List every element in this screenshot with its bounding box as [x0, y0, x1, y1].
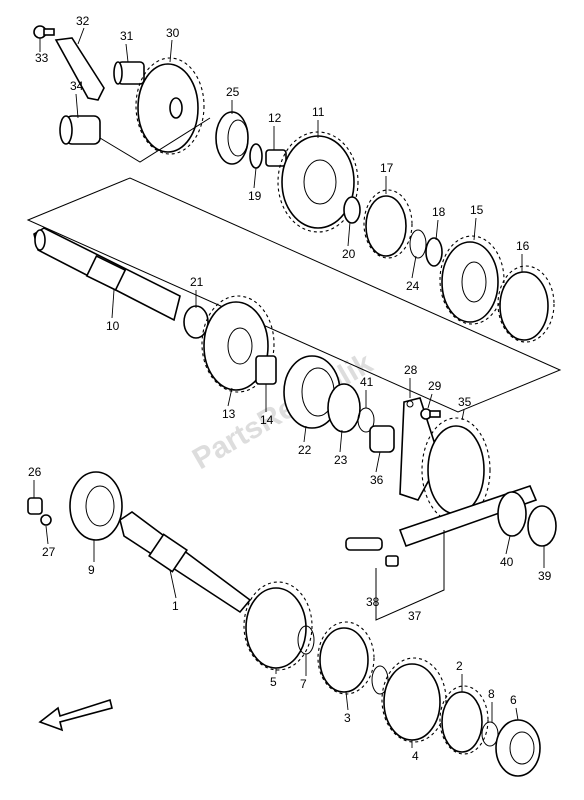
callout-35: 35 [458, 395, 472, 409]
callout-19: 19 [248, 189, 262, 203]
callout-3: 3 [344, 711, 351, 725]
callout-10: 10 [106, 319, 120, 333]
callout-8: 8 [488, 687, 495, 701]
callout-22: 22 [298, 443, 312, 457]
callout-21: 21 [190, 275, 204, 289]
callout-11: 11 [312, 105, 325, 119]
callout-6: 6 [510, 693, 517, 707]
callout-18: 18 [432, 205, 446, 219]
gear-3 [317, 621, 375, 695]
lock-washer-40 [497, 491, 527, 537]
callout-31: 31 [120, 29, 134, 43]
callout-38: 38 [366, 595, 380, 609]
callout-4: 4 [412, 749, 419, 763]
callout-14: 14 [260, 413, 274, 427]
callout-40: 40 [500, 555, 514, 569]
callout-15: 15 [470, 203, 484, 217]
callout-17: 17 [380, 161, 394, 175]
callout-2: 2 [456, 659, 463, 673]
spacer-36 [369, 425, 395, 453]
spacer-34 [59, 115, 101, 145]
bearing-25 [215, 111, 249, 165]
callout-group: 33 32 31 30 34 25 12 19 11 20 17 18 24 1… [28, 14, 552, 763]
screw-33 [33, 25, 55, 39]
callout-30: 30 [166, 26, 180, 40]
washer-18 [425, 237, 443, 267]
nut-39 [527, 505, 557, 547]
bush-12 [265, 149, 287, 167]
washer-21 [183, 305, 209, 339]
gear-17 [363, 189, 413, 259]
kick-lever-32 [54, 37, 105, 101]
chain-bracket-37 [375, 530, 445, 621]
callout-34: 34 [70, 79, 84, 93]
callout-16: 16 [516, 239, 530, 253]
callout-9: 9 [88, 563, 95, 577]
callout-32: 32 [76, 14, 90, 28]
circlip-8 [481, 721, 499, 747]
washer-20 [343, 196, 361, 224]
callout-5: 5 [270, 675, 277, 689]
gear-16 [497, 265, 555, 343]
washer-19 [249, 143, 263, 169]
callout-41: 41 [360, 375, 374, 389]
bearing-6 [495, 719, 541, 777]
bush-31 [113, 61, 145, 85]
gear-2 [439, 685, 489, 755]
callout-28: 28 [404, 363, 418, 377]
callout-37: 37 [408, 609, 422, 623]
circlip-7b [371, 665, 389, 695]
callout-7a: 7 [300, 677, 307, 691]
callout-24: 24 [406, 279, 420, 293]
kick-gear-30 [135, 57, 205, 155]
gear-15 [439, 235, 505, 325]
leader-lines [33, 27, 545, 748]
countershaft-frame [26, 177, 562, 413]
driveshaft-1 [119, 511, 252, 614]
callout-36: 36 [370, 473, 384, 487]
bearing-9 [69, 471, 123, 541]
plate-26 [27, 497, 43, 515]
callout-25: 25 [226, 85, 240, 99]
callout-33: 33 [35, 51, 49, 65]
callout-1: 1 [172, 599, 179, 613]
gear-5 [243, 581, 313, 671]
callout-12: 12 [268, 111, 282, 125]
callout-26: 26 [28, 465, 42, 479]
screw-29 [420, 408, 441, 420]
bush-14 [255, 355, 277, 385]
countershaft-10 [33, 227, 181, 322]
callout-39: 39 [538, 569, 552, 583]
callout-29: 29 [428, 379, 442, 393]
front-arrow-icon [38, 698, 113, 732]
callout-23: 23 [334, 453, 348, 467]
seal-23 [327, 383, 361, 433]
circlip-24 [409, 229, 427, 259]
gear-4 [381, 657, 447, 743]
callout-13: 13 [222, 407, 236, 421]
callout-27: 27 [42, 545, 56, 559]
gear-13 [201, 295, 275, 393]
callout-20: 20 [342, 247, 356, 261]
bracket-34 [99, 117, 211, 163]
bolt-27 [40, 514, 52, 526]
chain-joint-38 [345, 537, 399, 567]
